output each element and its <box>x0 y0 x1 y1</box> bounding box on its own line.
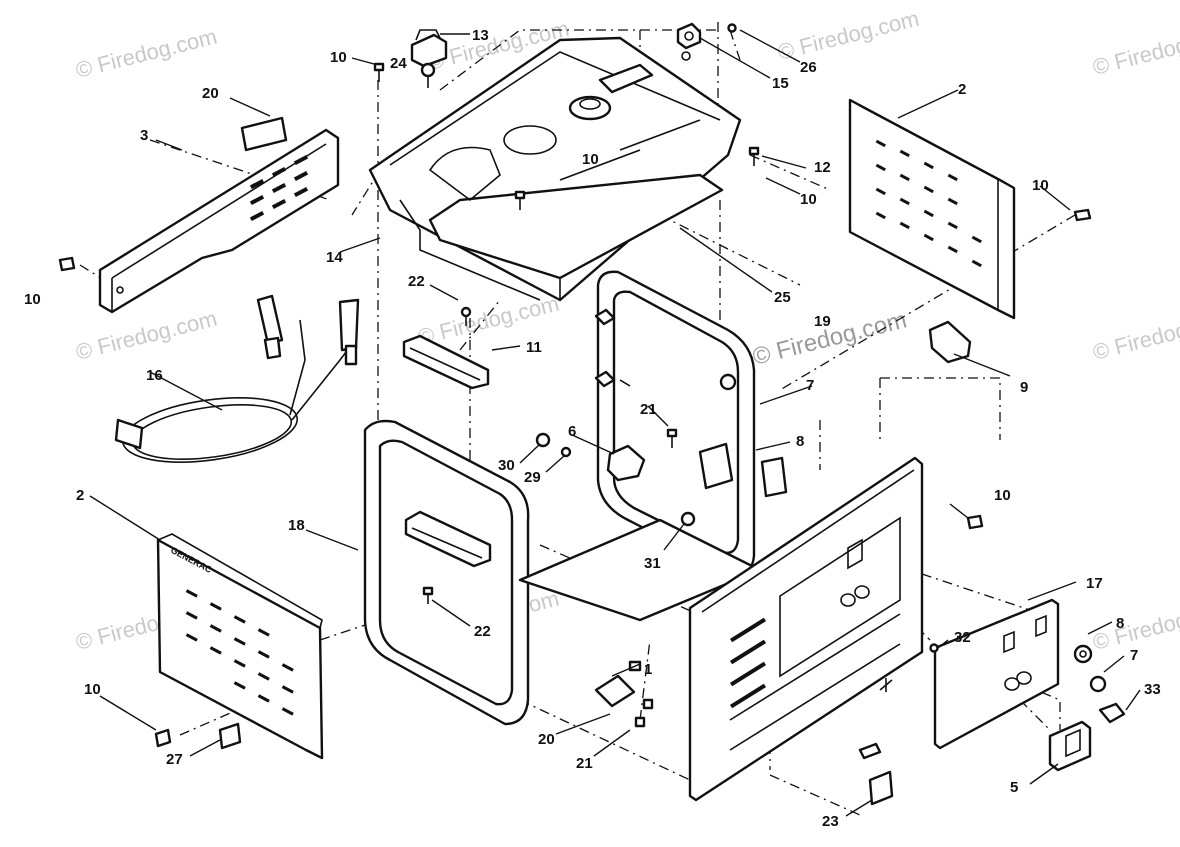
callout-10: 10 <box>330 49 347 66</box>
screw-part <box>727 23 737 33</box>
callout-23: 23 <box>822 813 839 830</box>
face-plate-part <box>933 598 1060 750</box>
callout-33: 33 <box>1144 681 1161 698</box>
callout-29: 29 <box>524 469 541 486</box>
watermark-text: © Firedog.com <box>775 6 921 65</box>
callout-5: 5 <box>1010 779 1018 796</box>
callout-22: 22 <box>474 623 491 640</box>
callout-20: 20 <box>538 731 555 748</box>
callout-7: 7 <box>1130 647 1138 664</box>
label-part <box>868 770 894 806</box>
callout-19: 19 <box>814 313 831 330</box>
callout-14: 14 <box>326 249 343 266</box>
callout-22: 22 <box>408 273 425 290</box>
rail-vent-slots <box>249 154 309 222</box>
panel-vent-slots <box>875 139 982 268</box>
callout-2: 2 <box>76 487 84 504</box>
callout-15: 15 <box>772 75 789 92</box>
callout-21: 21 <box>640 401 657 418</box>
callout-6: 6 <box>568 423 576 440</box>
circuit-breaker-part <box>928 320 972 364</box>
callout-12: 12 <box>814 159 831 176</box>
decal-part <box>218 722 242 750</box>
receptacles-upper-part <box>698 442 788 498</box>
watermark-text: © Firedog.com <box>73 24 219 83</box>
callout-10: 10 <box>1032 177 1049 194</box>
leader-lines <box>89 29 1141 817</box>
side-panel-left-part: GENERAC <box>156 533 324 760</box>
callout-25: 25 <box>774 289 791 306</box>
handle-bracket-upper-part <box>402 306 490 390</box>
callout-8: 8 <box>796 433 804 450</box>
battery-cable-part <box>114 294 360 463</box>
callout-20: 20 <box>202 85 219 102</box>
callout-32: 32 <box>954 629 971 646</box>
callout-8: 8 <box>1116 615 1124 632</box>
callout-13: 13 <box>472 27 489 44</box>
front-frame-part <box>363 419 530 726</box>
lower-screws-part <box>422 586 939 760</box>
panel-hardware-part <box>1048 644 1126 772</box>
callout-2: 2 <box>958 81 966 98</box>
watermark-text: © Firedog.com <box>1090 306 1180 365</box>
callout-30: 30 <box>498 457 515 474</box>
side-panel-right-part <box>848 98 1016 320</box>
callout-9: 9 <box>1020 379 1028 396</box>
panel-slot-group <box>729 617 767 709</box>
callout-21: 21 <box>576 755 593 772</box>
fuel-tank-part <box>368 36 742 302</box>
panel-vent-slots <box>185 589 294 716</box>
watermark-text: © Firedog.com <box>1090 596 1180 655</box>
callout-10: 10 <box>24 291 41 308</box>
callout-7: 7 <box>806 377 814 394</box>
small-hardware-part <box>535 428 696 527</box>
callout-31: 31 <box>644 555 661 572</box>
screws-part-10 <box>58 62 1092 748</box>
callout-26: 26 <box>800 59 817 76</box>
callout-1: 1 <box>644 661 652 678</box>
callout-10: 10 <box>994 487 1011 504</box>
callout-16: 16 <box>146 367 163 384</box>
callout-17: 17 <box>1086 575 1103 592</box>
fuel-gauge-part <box>676 22 702 61</box>
callout-27: 27 <box>166 751 183 768</box>
watermark-text: © Firedog.com <box>73 306 219 365</box>
callout-10: 10 <box>84 681 101 698</box>
callout-18: 18 <box>288 517 305 534</box>
callout-3: 3 <box>140 127 148 144</box>
decal-part <box>240 116 288 152</box>
watermark-text: © Firedog.com <box>1090 21 1180 80</box>
callout-11: 11 <box>526 339 542 356</box>
callout-10: 10 <box>800 191 817 208</box>
side-rail-part <box>98 128 340 314</box>
callout-24: 24 <box>390 55 407 72</box>
control-panel-part <box>688 456 924 802</box>
fuel-cap-part <box>410 29 448 88</box>
callout-labels: 13 10 24 15 26 20 3 2 12 10 10 14 10 25 … <box>24 27 1161 830</box>
callout-10: 10 <box>582 151 599 168</box>
